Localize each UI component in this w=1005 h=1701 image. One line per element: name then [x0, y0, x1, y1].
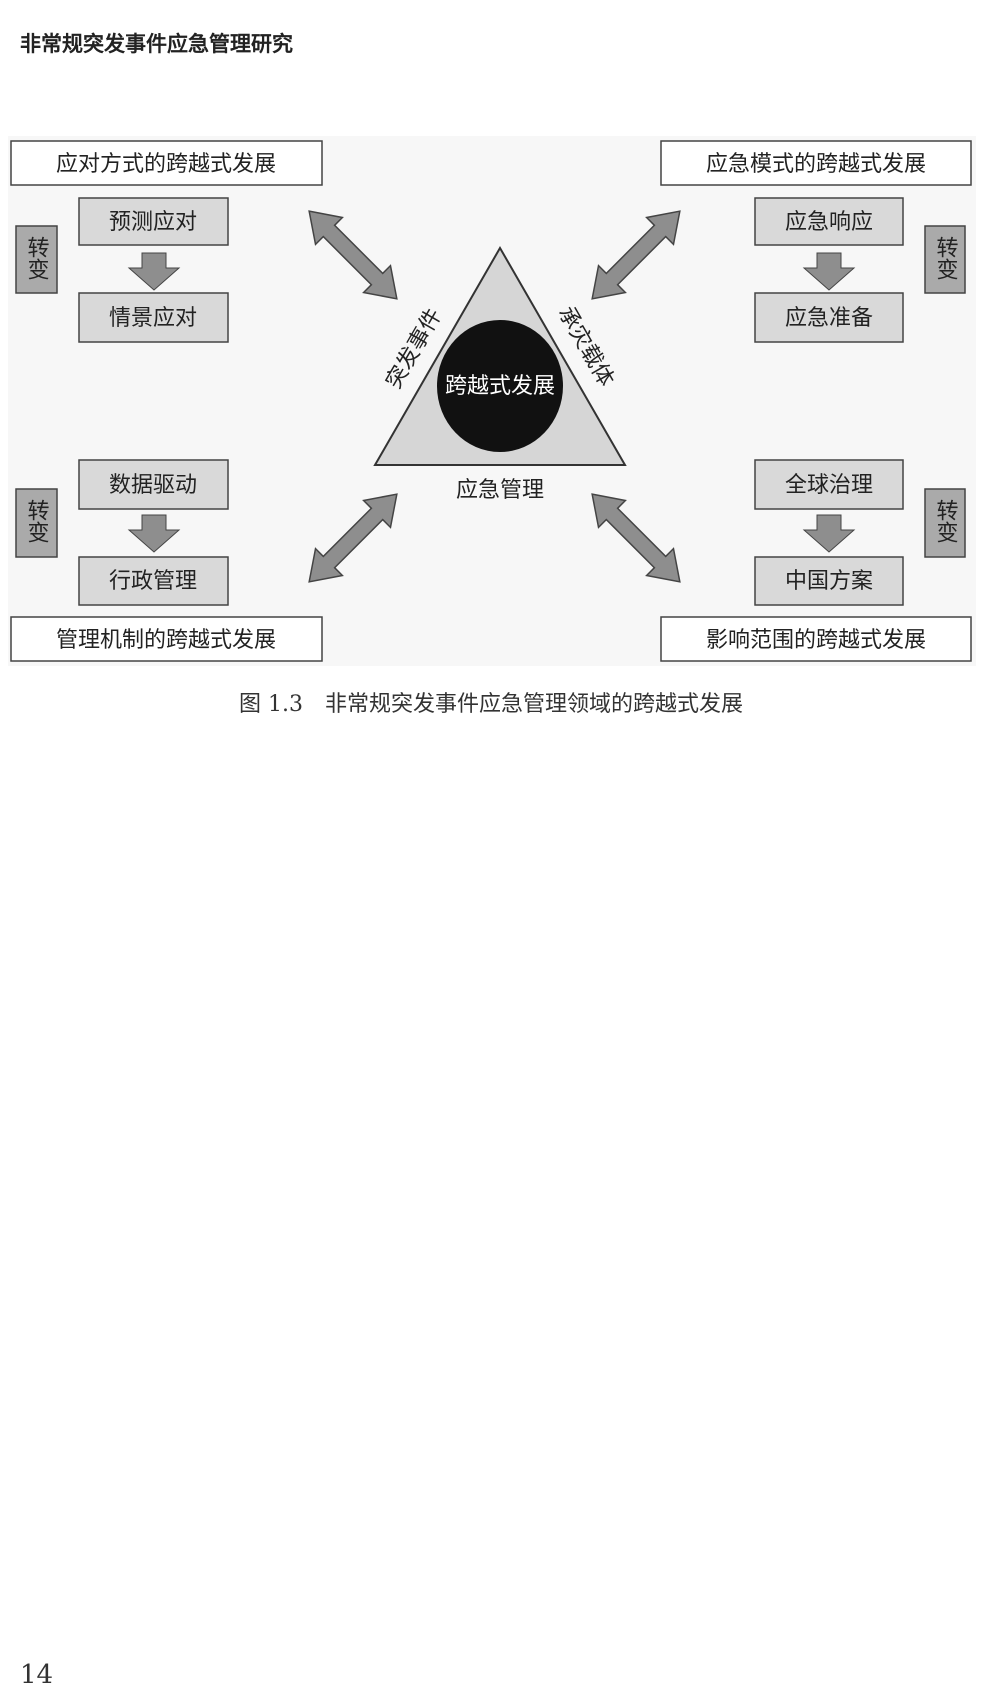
double-arrow-bottom-right: [591, 493, 681, 583]
quadrant-response-mode: 应对方式的跨越式发展 预测应对 情景应对 转变: [10, 140, 323, 343]
center-circle: [437, 320, 563, 452]
to-label: 情景应对: [109, 306, 197, 331]
quadrant-title: 应对方式的跨越式发展: [56, 152, 276, 177]
down-arrow-icon: [127, 514, 181, 553]
to-box: [78, 556, 229, 606]
shift-box: [15, 488, 58, 558]
shift-box: [924, 225, 966, 294]
shift-box: [924, 488, 966, 558]
double-arrow-bottom-left: [308, 493, 398, 583]
quadrant-title-box: [660, 140, 972, 186]
quadrant-title: 应急模式的跨越式发展: [706, 152, 926, 177]
shift-label: 转变: [24, 236, 50, 280]
from-label: 全球治理: [785, 473, 873, 498]
from-label: 数据驱动: [109, 473, 197, 498]
from-box: [754, 459, 904, 510]
quadrant-emergency-mode: 应急模式的跨越式发展 应急响应 应急准备 转变: [660, 140, 972, 343]
quadrant-management-mechanism: 数据驱动 行政管理 转变 管理机制的跨越式发展: [10, 459, 323, 662]
shift-box: [15, 225, 58, 294]
to-box: [754, 292, 904, 343]
quadrant-title-box: [660, 616, 972, 662]
shift-label: 转变: [24, 499, 50, 543]
triangle-base-label: 应急管理: [456, 478, 544, 503]
double-arrow-top-right: [591, 210, 681, 300]
to-label: 应急准备: [785, 306, 873, 331]
running-header: 非常规突发事件应急管理研究: [20, 31, 293, 56]
quadrant-title-box: [10, 616, 323, 662]
down-arrow-icon: [802, 514, 856, 553]
from-label: 预测应对: [109, 210, 197, 235]
from-box: [78, 197, 229, 246]
to-box: [754, 556, 904, 606]
down-arrow-icon: [802, 252, 856, 291]
from-box: [78, 459, 229, 510]
quadrant-title: 影响范围的跨越式发展: [706, 628, 926, 653]
to-label: 行政管理: [109, 569, 197, 594]
quadrant-title-box: [10, 140, 323, 186]
from-box: [754, 197, 904, 246]
double-arrow-top-left: [308, 210, 398, 300]
shift-label: 转变: [933, 499, 959, 543]
from-label: 应急响应: [785, 210, 873, 235]
to-box: [78, 292, 229, 343]
shift-label: 转变: [933, 236, 959, 280]
to-label: 中国方案: [785, 569, 873, 594]
page-number: 14: [20, 1660, 54, 1690]
quadrant-impact-scope: 全球治理 中国方案 转变 影响范围的跨越式发展: [660, 459, 972, 662]
quadrant-title: 管理机制的跨越式发展: [56, 628, 276, 653]
down-arrow-icon: [127, 252, 181, 291]
figure-caption: 图 1.3 非常规突发事件应急管理领域的跨越式发展: [239, 692, 743, 717]
center-label: 跨越式发展: [445, 374, 555, 399]
